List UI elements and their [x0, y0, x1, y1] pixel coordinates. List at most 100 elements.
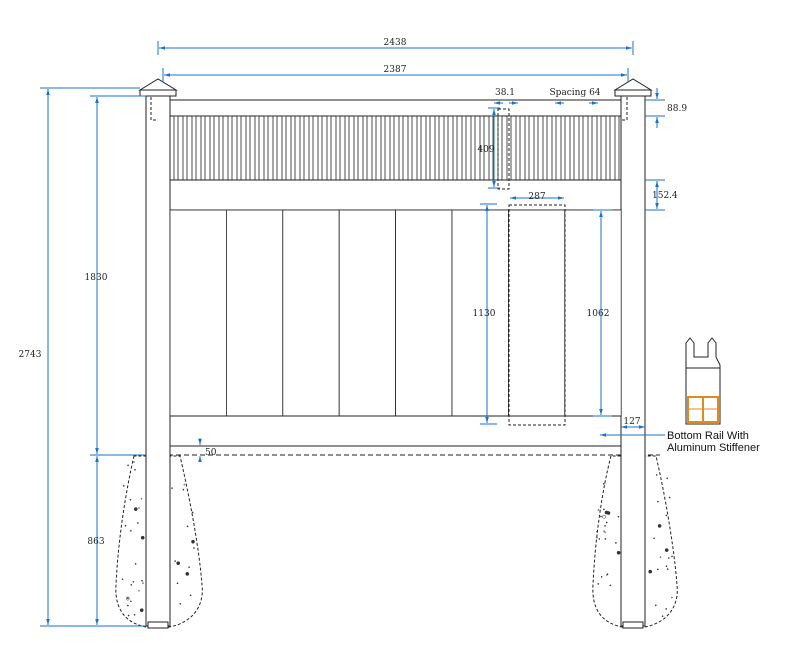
- lattice-picket: [569, 115, 575, 181]
- concrete-speck: [132, 580, 135, 583]
- lattice-picket: [533, 115, 539, 181]
- concrete-speck: [191, 511, 194, 514]
- lattice-picket: [362, 115, 368, 181]
- dim-board-height: 1062: [587, 309, 610, 319]
- lattice-picket: [371, 115, 377, 181]
- picket-detail-box: [497, 108, 510, 190]
- lattice-picket: [272, 115, 278, 181]
- privacy-board: [451, 209, 509, 417]
- top-rail: [169, 99, 622, 117]
- lattice-picket: [515, 115, 521, 181]
- dim-mid-rail: 152.4: [652, 191, 678, 201]
- privacy-board: [169, 209, 227, 417]
- privacy-board: [225, 209, 284, 417]
- concrete-speck: [133, 461, 136, 463]
- lattice-picket: [461, 115, 467, 181]
- lattice-picket: [497, 115, 503, 181]
- concrete-speck: [183, 483, 186, 486]
- privacy-boards: [169, 209, 622, 417]
- concrete-speck: [657, 524, 662, 528]
- dim-ground-gap: 50: [205, 448, 217, 458]
- dim-below-ground: 863: [87, 537, 104, 547]
- bottom-rail: [169, 415, 622, 447]
- concrete-speck: [127, 464, 129, 467]
- concrete-speck: [604, 525, 606, 527]
- lattice-picket: [173, 115, 179, 181]
- concrete-speck: [134, 468, 136, 471]
- lattice-picket: [443, 115, 449, 181]
- concrete-speck: [653, 537, 655, 540]
- lattice-picket: [398, 115, 404, 181]
- concrete-speck: [121, 578, 124, 581]
- concrete-speck: [189, 594, 192, 597]
- dim-overall-width: 2438: [384, 38, 407, 48]
- concrete-speck: [606, 511, 611, 515]
- concrete-speck: [616, 550, 621, 555]
- dim-post-panel-height: 1130: [473, 309, 496, 319]
- dim-above-ground: 1830: [85, 273, 108, 283]
- concrete-speck: [137, 522, 139, 524]
- concrete-speck: [134, 563, 137, 565]
- lattice-picket: [344, 115, 350, 181]
- lattice-picket: [407, 115, 413, 181]
- concrete-speck: [176, 582, 179, 585]
- lattice-picket: [353, 115, 359, 181]
- concrete-speck: [602, 514, 606, 519]
- concrete-speck: [602, 483, 605, 485]
- lattice-picket: [200, 115, 206, 181]
- lattice-picket: [227, 115, 233, 181]
- concrete-speck: [124, 525, 127, 527]
- concrete-speck: [617, 515, 620, 518]
- left-post: [138, 78, 178, 629]
- concrete-speck: [129, 498, 132, 501]
- dim-spacing: Spacing 64: [549, 88, 600, 98]
- concrete-speck: [185, 572, 190, 576]
- concrete-speck: [604, 538, 607, 540]
- concrete-speck: [140, 535, 145, 540]
- callout-line-1: Bottom Rail With: [667, 430, 749, 442]
- dim-top-rail: 88.9: [667, 104, 687, 114]
- privacy-board: [507, 209, 566, 417]
- concrete-speck: [604, 531, 606, 534]
- concrete-speck: [176, 561, 181, 566]
- concrete-speck: [665, 514, 668, 517]
- concrete-speck: [179, 602, 182, 605]
- bottom-rail-cross-section: [685, 337, 721, 425]
- concrete-speck: [603, 508, 605, 511]
- concrete-speck: [133, 507, 138, 511]
- concrete-speck: [661, 615, 664, 618]
- concrete-speck: [188, 566, 190, 568]
- concrete-speck: [605, 521, 608, 524]
- lattice-picket: [335, 115, 341, 181]
- lattice-picket: [425, 115, 431, 181]
- concrete-speck: [665, 608, 668, 610]
- concrete-speck: [655, 474, 658, 476]
- lattice-picket: [263, 115, 269, 181]
- concrete-speck: [606, 573, 609, 576]
- concrete-speck: [130, 584, 133, 586]
- concrete-speck: [600, 576, 603, 578]
- concrete-speck: [654, 604, 657, 607]
- left-post-top-detail: [150, 97, 158, 121]
- concrete-speck: [133, 613, 136, 616]
- concrete-speck: [664, 548, 669, 552]
- concrete-speck: [597, 509, 600, 511]
- right-post-top-detail: [620, 97, 628, 121]
- dim-total-height: 2743: [19, 350, 42, 360]
- lattice-picket: [254, 115, 260, 181]
- lattice-picket: [596, 115, 602, 181]
- concrete-speck: [174, 560, 176, 562]
- board-detail-box: [508, 204, 566, 426]
- lattice-picket: [587, 115, 593, 181]
- concrete-speck: [666, 477, 669, 480]
- dim-inner-width: 2387: [384, 65, 407, 75]
- concrete-speck: [600, 515, 602, 518]
- lattice-picket: [236, 115, 242, 181]
- concrete-speck: [138, 507, 140, 509]
- lattice-picket: [191, 115, 197, 181]
- lattice-picket: [524, 115, 530, 181]
- concrete-speck: [141, 579, 143, 582]
- concrete-speck: [193, 547, 195, 549]
- lattice-picket: [182, 115, 188, 181]
- privacy-board: [282, 209, 340, 417]
